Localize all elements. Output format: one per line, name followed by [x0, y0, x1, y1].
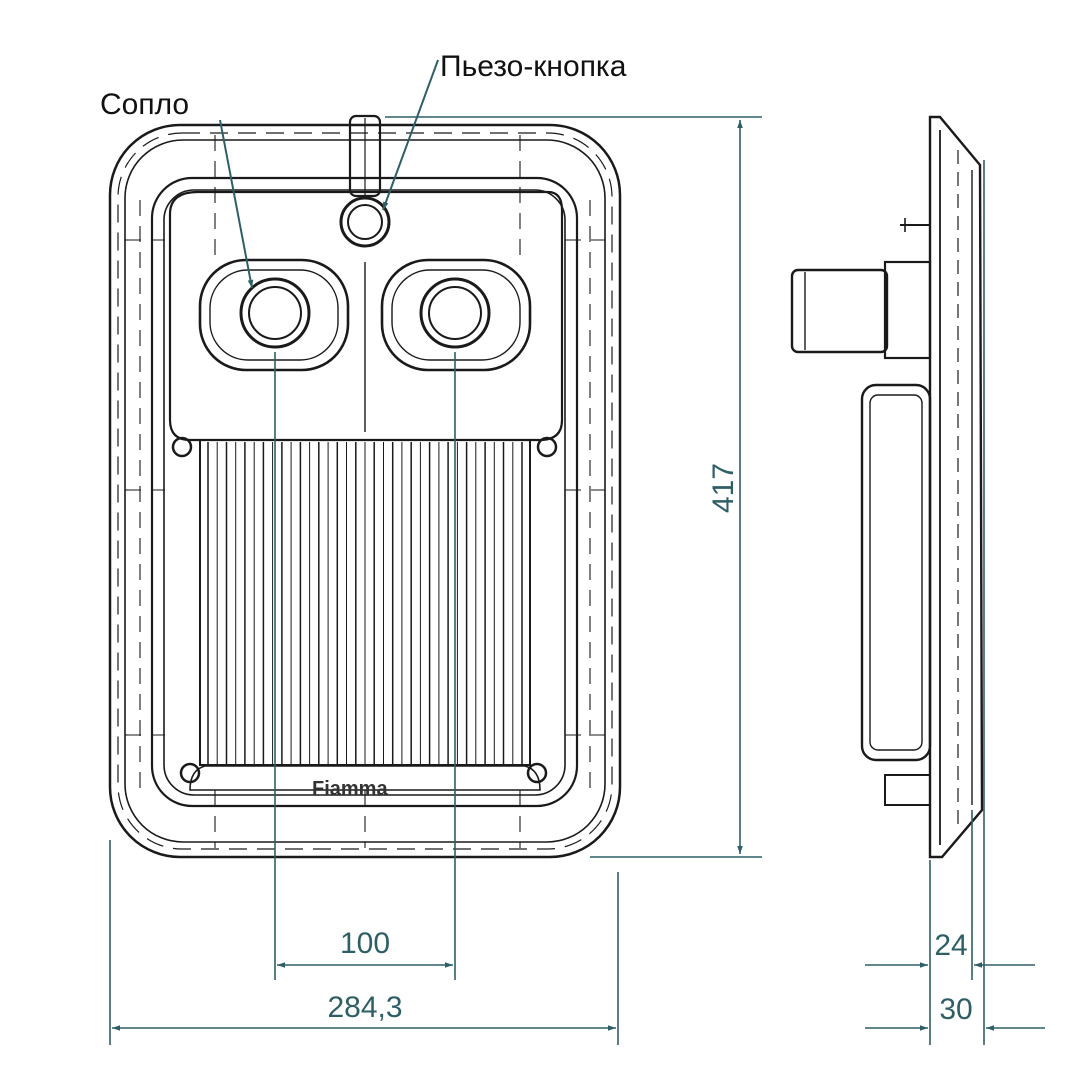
depth-total-value: 30	[939, 993, 972, 1026]
screw-bottom-right	[526, 762, 548, 784]
grill-area	[199, 439, 531, 766]
piezo-button-core	[347, 204, 383, 240]
screw-top-left	[171, 436, 193, 458]
right-nozzle-housing	[380, 258, 532, 372]
front-view	[108, 114, 622, 859]
front-dimension-texts: 417 100 284,3	[327, 463, 740, 1024]
right-nozzle-housing-inner	[391, 269, 521, 361]
side-front-plate	[928, 115, 984, 859]
hidden-lines	[125, 135, 605, 848]
callouts: Сопло Пьезо-кнопка	[100, 50, 627, 289]
left-nozzle-housing	[198, 258, 350, 372]
side-connector-housing	[883, 260, 932, 360]
left-nozzle-housing-inner	[209, 269, 339, 361]
side-bottom-bracket	[884, 774, 931, 806]
right-nozzle-outer	[419, 277, 491, 349]
piezo-button-ring	[339, 196, 391, 248]
left-nozzle-inner	[248, 286, 302, 340]
bottom-ledge	[189, 765, 541, 791]
nozzle-leader	[219, 119, 254, 289]
nozzle-spacing-value: 100	[340, 927, 390, 960]
width-value: 284,3	[327, 991, 402, 1024]
grill-ribs	[207, 442, 523, 764]
height-value: 417	[707, 463, 740, 513]
side-dimension-texts: 24 30	[934, 929, 972, 1026]
brand-logo: Fiamma	[312, 778, 388, 800]
side-body	[860, 383, 932, 762]
left-nozzle-outer	[239, 277, 311, 349]
screw-bottom-left	[179, 762, 201, 784]
piezo-button-label: Пьезо-кнопка	[440, 50, 627, 83]
control-panel	[168, 190, 564, 442]
side-view	[790, 115, 984, 859]
right-nozzle-inner	[428, 286, 482, 340]
screw-top-right	[536, 436, 558, 458]
side-dimensions	[865, 160, 1045, 1045]
depth-inner-value: 24	[934, 929, 967, 962]
side-connector-nozzle	[790, 268, 889, 354]
side-body-inner	[869, 394, 923, 751]
nozzle-label: Сопло	[100, 88, 189, 121]
front-dimensions	[109, 116, 762, 1045]
piezo-leader	[382, 59, 439, 211]
